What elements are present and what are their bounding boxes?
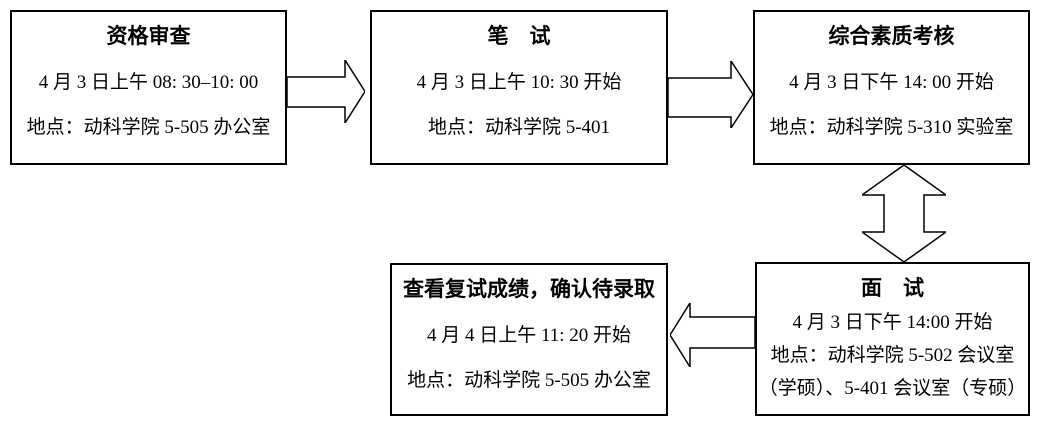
double-vertical-arrow-icon	[862, 165, 946, 262]
box-line-location: 地点：动科学院 5-505 办公室	[407, 370, 651, 391]
box-line-location: 地点：动科学院 5-310 实验室	[769, 117, 1014, 138]
box-line-time: 4 月 3 日下午 14: 00 开始	[789, 72, 994, 93]
left-arrow-icon	[670, 303, 755, 367]
box-line-time: 4 月 3 日下午 14:00 开始	[792, 312, 993, 333]
box-title: 笔 试	[487, 24, 551, 48]
box-line-location: 地点：动科学院 5-505 办公室	[26, 117, 271, 138]
flow-box-check-results-confirm-admission: 查看复试成绩，确认待录取 4 月 4 日上午 11: 20 开始 地点：动科学院…	[390, 263, 668, 416]
flow-box-interview: 面 试 4 月 3 日下午 14:00 开始 地点：动科学院 5-502 会议室…	[755, 262, 1030, 416]
box-line-location: 地点：动科学院 5-401	[427, 117, 611, 138]
box-line-location-2: （学硕）、5-401 会议室（专硕）	[758, 378, 1027, 399]
right-arrow-icon	[668, 61, 753, 128]
box-title: 面 试	[861, 276, 924, 300]
box-line-time: 4 月 3 日上午 08: 30–10: 00	[38, 72, 259, 93]
box-line-time: 4 月 3 日上午 10: 30 开始	[416, 72, 622, 93]
flow-box-written-test: 笔 试 4 月 3 日上午 10: 30 开始 地点：动科学院 5-401	[370, 10, 668, 165]
box-title: 资格审查	[106, 24, 191, 48]
box-title: 综合素质考核	[828, 24, 955, 48]
box-title: 查看复试成绩，确认待录取	[403, 277, 655, 301]
box-line-location: 地点：动科学院 5-502 会议室	[770, 345, 1015, 366]
flow-box-comprehensive-quality-assessment: 综合素质考核 4 月 3 日下午 14: 00 开始 地点：动科学院 5-310…	[753, 10, 1030, 165]
right-arrow-icon	[287, 60, 365, 123]
box-line-time: 4 月 4 日上午 11: 20 开始	[426, 325, 632, 346]
flow-box-qualification-review: 资格审查 4 月 3 日上午 08: 30–10: 00 地点：动科学院 5-5…	[10, 10, 287, 165]
